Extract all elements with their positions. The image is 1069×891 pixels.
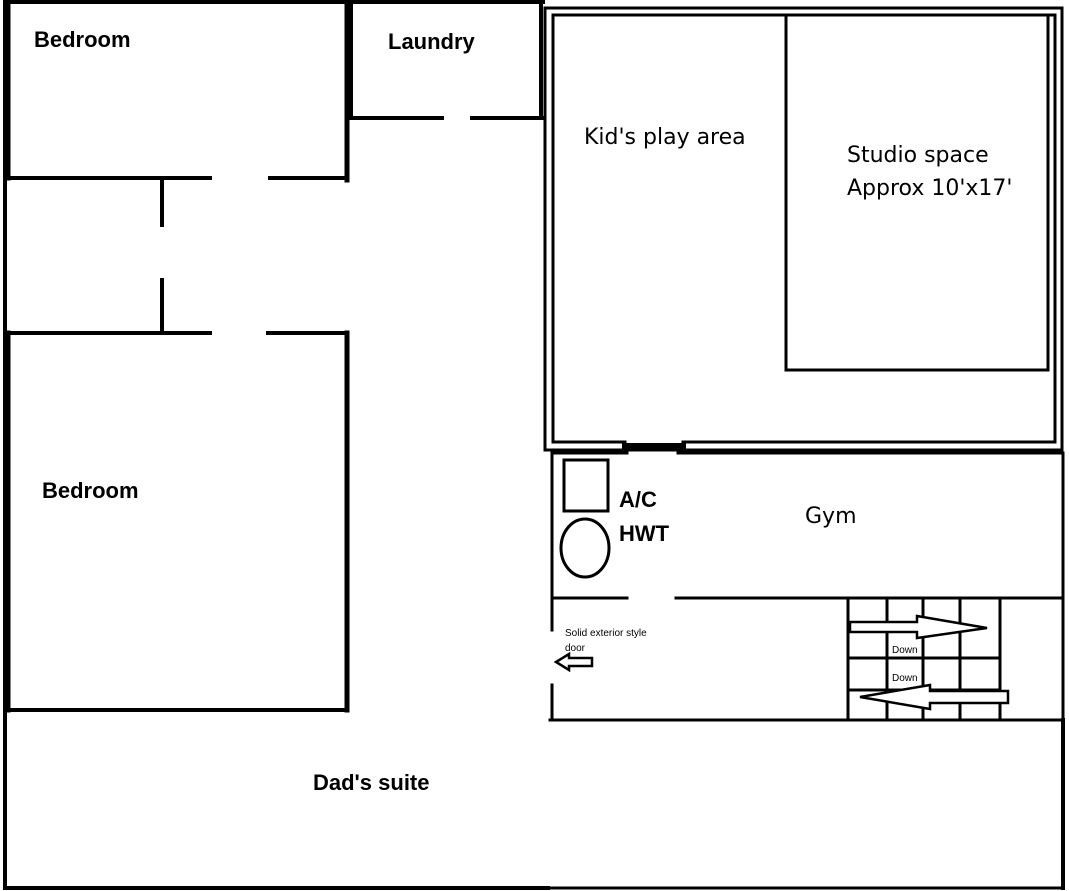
exterior-door-arrow-icon xyxy=(553,651,594,673)
water-heater xyxy=(559,517,611,579)
stairs-down-label: Down xyxy=(892,645,918,656)
bedroom-bottom-walls xyxy=(3,330,350,713)
studio-size-label: Approx 10'x17' xyxy=(847,176,1012,201)
dads-suite-label: Dad's suite xyxy=(313,770,430,795)
ac-unit xyxy=(562,458,610,513)
laundry-walls xyxy=(349,0,545,120)
bedroom-top-label: Bedroom xyxy=(34,27,131,52)
kids-play-area-label: Kid's play area xyxy=(584,125,746,150)
bedroom-top-walls xyxy=(3,0,350,183)
door-note-label-2: door xyxy=(565,643,586,654)
door-note-label: Solid exterior style xyxy=(565,628,647,639)
hwt-label: HWT xyxy=(619,521,670,546)
stairs-arrow-right-icon xyxy=(848,614,988,640)
studio-space-label: Studio space xyxy=(847,143,989,168)
bedroom-bottom-label: Bedroom xyxy=(42,478,139,503)
stairs-arrow-left-icon xyxy=(859,683,1010,711)
stair-zone-walls xyxy=(548,596,1065,722)
ac-label: A/C xyxy=(619,487,657,512)
laundry-label: Laundry xyxy=(388,29,476,54)
studio-walls xyxy=(784,13,1050,372)
play-area-walls xyxy=(543,6,1064,452)
outer-walls xyxy=(3,0,1065,890)
stairs-down-label-2: Down xyxy=(892,673,918,684)
gym-label: Gym xyxy=(805,504,857,529)
closet-walls xyxy=(3,176,349,335)
